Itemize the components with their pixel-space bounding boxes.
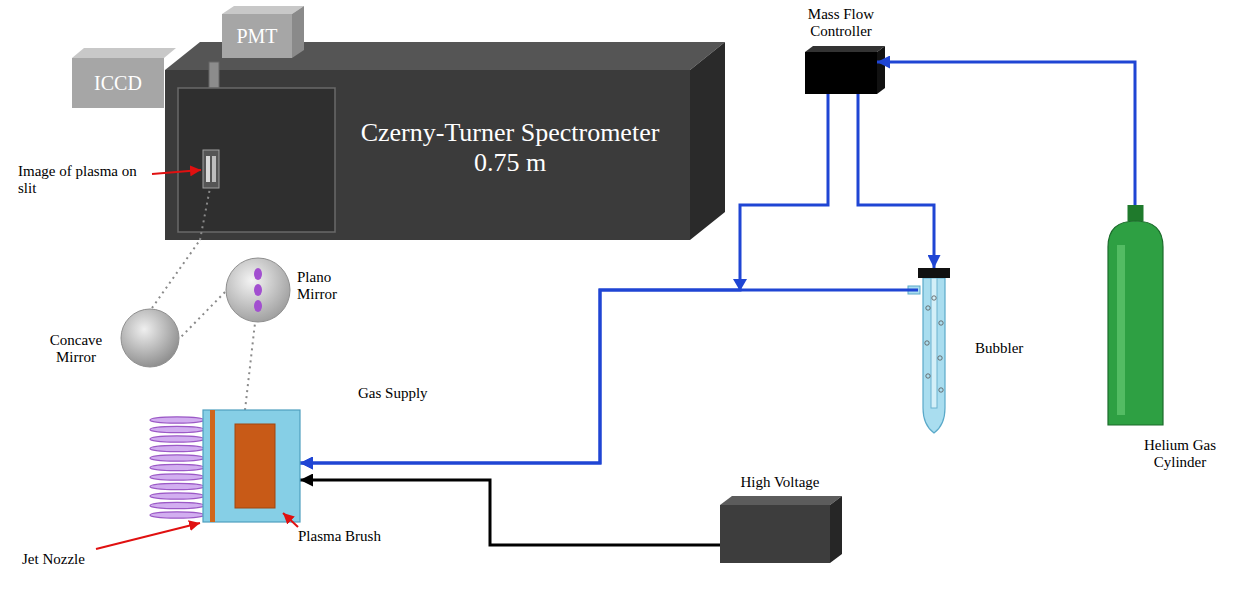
plasma-jet [150,417,204,423]
slit-housing [178,88,335,232]
component-label: Bubbler [975,340,1055,357]
plasma-jet [150,483,204,489]
plasma-jets [150,417,204,518]
leader-arrow [152,170,201,174]
plasma-jet [150,474,204,480]
component-label: Helium Gas Cylinder [1130,437,1230,472]
gas-bubble [926,374,930,378]
entrance-slit [203,150,219,188]
callout-label: Jet Nozzle [22,551,112,568]
jet-nozzle-strip [210,410,215,522]
plasma-jet [150,512,204,518]
line-label: Gas Supply [358,385,458,402]
plasma-jet [150,445,204,451]
brush-housing [203,410,300,522]
plasma-reflection [254,268,262,280]
plasma-jet [150,426,204,432]
cylinder-highlight [1117,245,1125,415]
plano-mirror: Plano Mirror [225,257,291,323]
gas-line [858,94,934,268]
slit-knob [209,62,219,88]
plasma-image [206,156,210,182]
supply-top-face [720,496,842,505]
optical-path [245,323,255,410]
plasma-jet [150,464,204,470]
detector-label: PMT [236,25,277,48]
gas-bubble [939,388,943,392]
spectrometer-side-face [690,42,725,240]
bubbler-dip-tube [931,278,937,408]
cylinder-valve [1128,205,1144,221]
optical-path [200,188,210,240]
plasma-jet [150,502,204,508]
plasma-image [212,156,216,182]
component-label: High Voltage [725,474,835,491]
pmt-top-face [222,6,304,14]
flow-controller: Mass Flow Controller [805,52,877,94]
gas-bubble [938,356,942,360]
bubbler-tube [923,278,945,433]
component-label: Concave Mirror [40,332,112,367]
plasma-reflection [254,300,262,312]
gas-line [300,290,918,463]
plasma-jet [150,436,204,442]
concave-mirror-shape [120,308,180,368]
mirror-disc [226,258,290,322]
concave-mirror: Concave Mirror [120,308,180,368]
component-label: Plasma Brush [298,528,408,545]
callout-label: Image of plasma on slit [18,163,150,198]
detector-box: PMT [222,14,292,58]
gas-bubble [939,321,943,325]
gas-bubble [926,306,930,310]
plasma-brush: Plasma Brush [203,410,300,522]
supply-side-face [830,496,842,563]
gas-line [877,62,1135,205]
optical-path [152,240,200,308]
plasma-reflection [254,284,262,296]
high-voltage-supply: High Voltage [720,505,830,563]
controller-side-face [877,46,885,94]
gas-bubble [925,341,929,345]
optical-path [180,292,225,338]
bubbler-shape [918,268,950,433]
leader-arrow [96,523,200,549]
gas-cylinder-shape [1108,205,1163,425]
cylinder-body [1108,221,1163,425]
detector-box: ICCD [72,58,164,108]
plasma-brush-shape [203,410,300,522]
brush-electrode [235,424,275,508]
gas-bubble [932,296,936,300]
plasma-jet [150,493,204,499]
mirror-disc [121,309,179,367]
gas-cylinder: Helium Gas Cylinder [1108,205,1163,425]
detector-label: ICCD [94,72,142,95]
spectrometer-title: Czerny-Turner Spectrometer 0.75 m [345,118,675,178]
component-label: Mass Flow Controller [795,6,887,41]
leader-arrow [283,513,298,527]
plano-mirror-shape [225,257,291,323]
bubbler-cap [918,268,950,278]
bubbler: Bubbler [918,268,950,433]
pmt-side-face [292,6,304,58]
plasma-jet [150,455,204,461]
iccd-top-face [72,48,176,58]
component-label: Plano Mirror [297,269,357,304]
